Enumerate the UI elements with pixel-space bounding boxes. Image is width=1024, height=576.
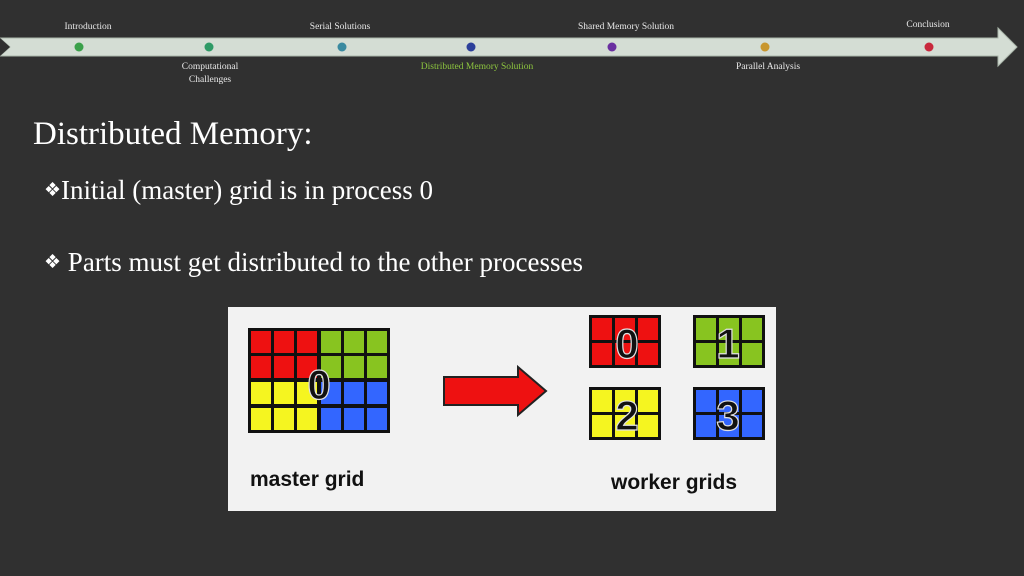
timeline-label-distributed-memory[interactable]: Distributed Memory Solution [420,62,534,72]
master-grid-label: 0 [307,361,330,408]
master-grid-caption: master grid [250,468,365,491]
bullet-item: ❖ Parts must get distributed to the othe… [44,247,583,278]
timeline-label-serial-solutions[interactable]: Serial Solutions [309,22,371,32]
diamond-bullet-icon: ❖ [44,252,62,273]
timeline-dot-introduction[interactable] [74,42,84,52]
timeline-graphic [0,26,1018,68]
worker-grid-0: 0 [589,315,661,368]
worker-grid-label: 1 [716,320,739,367]
worker-grid-1: 1 [693,315,765,368]
worker-grid-label: 2 [615,392,638,439]
timeline-dot-distributed-memory[interactable] [466,42,476,52]
timeline-label-parallel-analysis[interactable]: Parallel Analysis [735,62,801,72]
grid-distribution-diagram: 0 0 1 [248,315,765,440]
bullet-item: ❖Initial (master) grid is in process 0 [44,175,433,206]
timeline-label-introduction[interactable]: Introduction [64,22,112,32]
timeline-label-shared-memory[interactable]: Shared Memory Solution [577,22,675,32]
worker-grid-label: 0 [615,320,638,367]
timeline-dot-serial-solutions[interactable] [337,42,347,52]
timeline-dot-parallel-analysis[interactable] [760,42,770,52]
timeline-start-notch [0,38,10,56]
grid-distribution-figure: 0 0 1 [228,307,776,511]
worker-grid-2: 2 [589,387,661,440]
master-grid: 0 [248,328,390,433]
timeline-label-conclusion[interactable]: Conclusion [906,20,950,30]
timeline-label-computational-challenges[interactable]: Computational Challenges [181,62,239,85]
slide-title: Distributed Memory: [33,116,313,152]
timeline-dot-conclusion[interactable] [924,42,934,52]
bullet-text: Initial (master) grid is in process 0 [61,175,433,205]
worker-grid-3: 3 [693,387,765,440]
worker-grid-label: 3 [716,392,739,439]
timeline-dot-shared-memory[interactable] [607,42,617,52]
distribute-arrow-icon [443,364,548,418]
timeline-nav: Introduction Computational Challenges Se… [0,0,1024,100]
bullet-text: Parts must get distributed to the other … [61,247,583,277]
timeline-dot-computational-challenges[interactable] [204,42,214,52]
diamond-bullet-icon: ❖ [44,180,62,201]
worker-grids-caption: worker grids [611,471,738,494]
